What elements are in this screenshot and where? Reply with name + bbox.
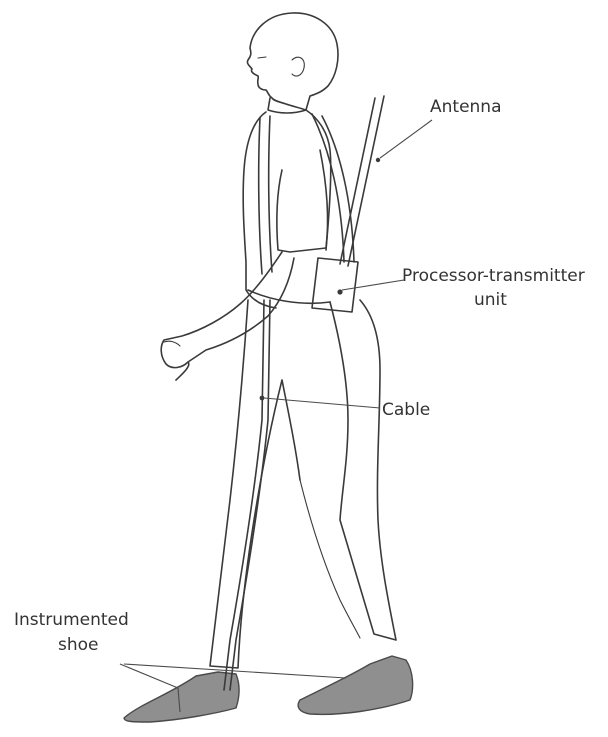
cable-dot [260, 396, 265, 401]
fingers [164, 341, 180, 346]
labels: Antenna Processor-transmitter unit Cable… [14, 97, 585, 655]
label-shoe-line1: Instrumented [14, 610, 129, 630]
eye [258, 57, 266, 58]
label-antenna: Antenna [430, 97, 502, 117]
processor-transmitter-box [312, 258, 358, 312]
torso [243, 110, 331, 308]
antenna-leader [380, 120, 432, 158]
suspender-strap-front [259, 116, 272, 274]
waist [248, 290, 330, 303]
forearm-hand [161, 252, 294, 380]
label-shoe-line2: shoe [58, 635, 99, 655]
sleeve [277, 150, 328, 252]
instrumented-shoe-rear [298, 656, 412, 714]
cable-leader [264, 398, 380, 408]
processor-dot [337, 289, 342, 294]
head [247, 13, 338, 110]
equipment [224, 96, 384, 690]
suspender-strap-back [312, 114, 354, 262]
label-cable: Cable [382, 400, 430, 420]
antenna-mast [340, 96, 384, 266]
antenna-dot [376, 158, 380, 162]
ear [292, 57, 304, 76]
rear-leg [330, 300, 396, 640]
label-processor-line2: unit [474, 290, 507, 310]
label-processor-line1: Processor-transmitter [402, 266, 585, 286]
instrumented-shoe-front [124, 672, 239, 722]
shoe-leader-front [120, 664, 178, 688]
processor-leader [342, 280, 404, 290]
